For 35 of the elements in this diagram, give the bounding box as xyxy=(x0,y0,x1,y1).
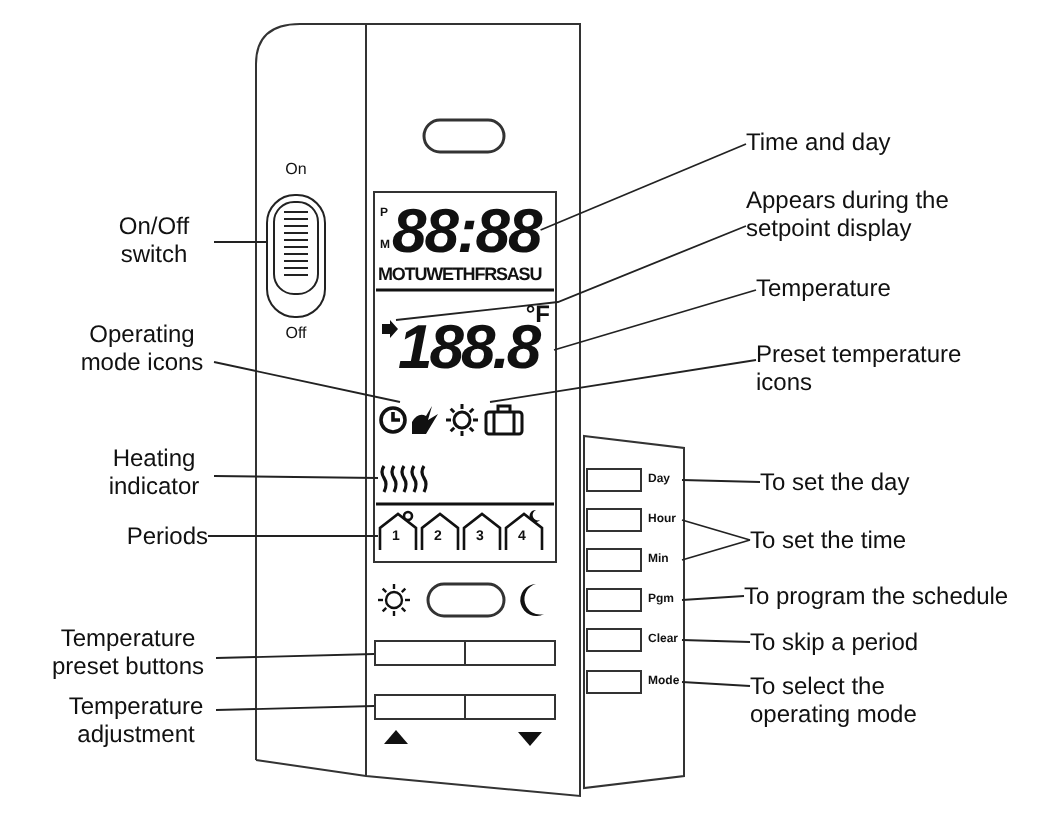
leader-line xyxy=(681,639,751,643)
leader-line xyxy=(395,225,747,321)
leader-line xyxy=(213,475,379,479)
leader-line xyxy=(539,143,747,231)
leader-line xyxy=(213,361,401,403)
leader-line xyxy=(681,519,751,541)
callout-text: Heating indicator xyxy=(106,444,202,500)
callout-text: Temperature adjustment xyxy=(66,692,206,748)
leader-line xyxy=(215,705,375,711)
switch-label: On xyxy=(285,160,307,180)
callout-text: Preset temperature icons xyxy=(756,340,964,396)
leader-line xyxy=(213,241,267,243)
callout-text: Temperature xyxy=(756,274,891,302)
callout-text: To program the schedule xyxy=(744,582,1009,610)
leader-line xyxy=(553,289,757,351)
leader-line xyxy=(215,653,375,659)
leader-line xyxy=(681,539,751,561)
weekday-row: MOTUWETHFRSASU xyxy=(378,266,542,284)
callout-text: To set the day xyxy=(760,468,910,496)
callout-text: On/Off switch xyxy=(116,212,192,268)
leader-line xyxy=(489,359,757,403)
callout-text: To set the time xyxy=(750,526,907,554)
callout-text: Operating mode icons xyxy=(78,320,206,376)
callout-text: Periods xyxy=(126,522,208,550)
callout-text: Time and day xyxy=(746,128,891,156)
leader-line xyxy=(681,479,761,483)
leader-line xyxy=(207,535,379,537)
leader-line xyxy=(681,681,751,687)
callout-text: Appears during the setpoint display xyxy=(746,186,951,242)
clock-digits: 88:88 xyxy=(392,200,541,264)
callout-text: To skip a period xyxy=(750,628,919,656)
callout-text: Temperature preset buttons xyxy=(49,624,207,680)
switch-label: Off xyxy=(285,324,307,344)
leader-line xyxy=(681,595,745,601)
callout-text: To select the operating mode xyxy=(750,672,919,728)
